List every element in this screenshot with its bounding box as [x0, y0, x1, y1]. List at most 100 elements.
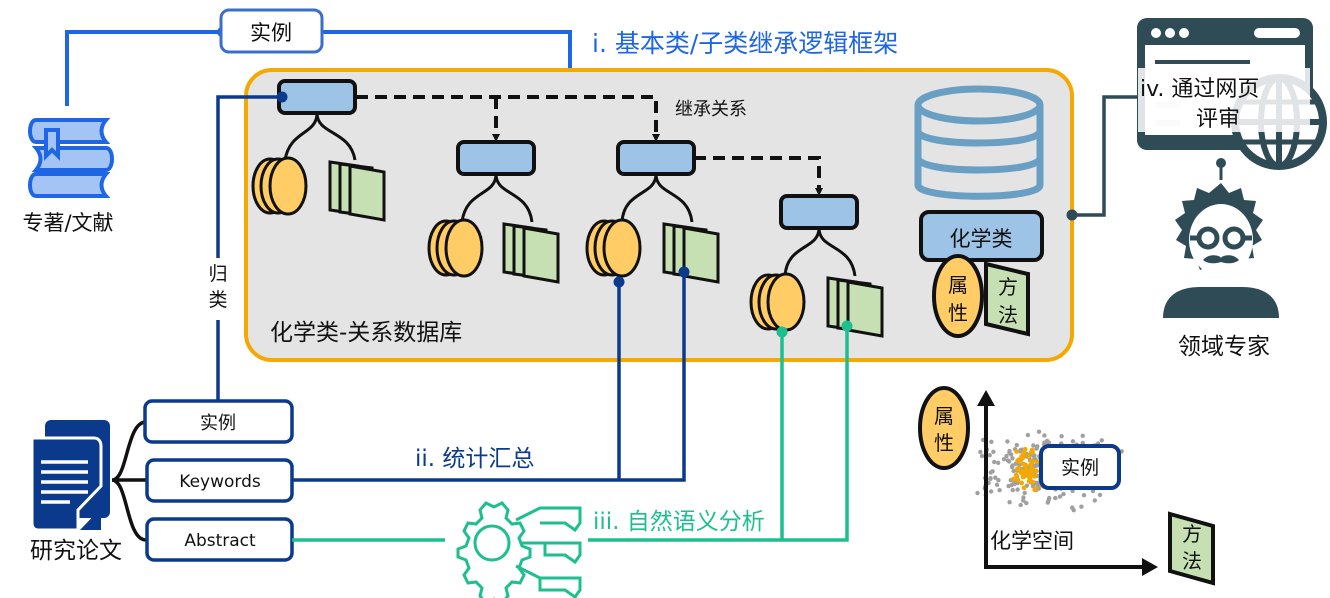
scatter-point-highlight: [1021, 485, 1027, 491]
scatter-point: [1007, 450, 1012, 455]
scatter-point-highlight: [1032, 474, 1038, 479]
chemical-space-label: 化学空间: [990, 529, 1074, 553]
scatter-point: [1053, 495, 1058, 501]
scatter-point: [1070, 505, 1075, 510]
scatter-point: [1005, 458, 1011, 463]
scatter-point: [1032, 453, 1037, 458]
scatter-point: [1070, 439, 1076, 444]
paper-field-instance: 实例: [143, 399, 294, 444]
connector-dot: [841, 320, 853, 332]
scatter-point: [996, 460, 1001, 465]
class-node-sub-3: [749, 194, 884, 338]
scatter-point: [1099, 438, 1105, 443]
scatter-point: [1018, 449, 1023, 454]
scatter-point: [988, 470, 993, 475]
paper-field-keywords: Keywords: [145, 458, 294, 503]
chemical-class-legend: 化学类 方 法 属 性: [919, 210, 1044, 338]
scatter-point-highlight: [1029, 447, 1035, 453]
scatter-point: [978, 449, 983, 455]
scatter-point: [1059, 434, 1064, 439]
scatter-point: [1097, 492, 1103, 498]
scatter-point: [1025, 432, 1031, 438]
paper-field-label: Keywords: [179, 472, 261, 492]
paper-field-label: Abstract: [184, 531, 256, 551]
books-icon: [28, 118, 114, 198]
scatter-point-highlight: [1016, 465, 1022, 471]
inheritance-lines: [356, 95, 823, 196]
inheritance-label: 继承关系: [675, 99, 747, 120]
x-axis-arrow: [1142, 558, 1158, 576]
connector-dot: [1066, 209, 1078, 221]
scatter-point-highlight: [1013, 472, 1019, 478]
paper-field-label: 实例: [200, 413, 236, 434]
scatter-point-highlight: [1028, 468, 1033, 474]
scatter-point: [1036, 429, 1042, 434]
scatter-point-highlight: [1033, 486, 1038, 491]
method-label: 方: [998, 275, 1018, 299]
scatter-point: [988, 489, 994, 494]
scatter-point-highlight: [1015, 477, 1021, 483]
scatter-point-highlight: [1026, 453, 1031, 459]
step-iv-label-line2: 评审: [1196, 107, 1240, 132]
scatter-point-highlight: [1034, 459, 1040, 464]
scatter-point: [975, 490, 980, 496]
scatter-point: [1014, 442, 1019, 448]
step-ii-label: ii. 统计汇总: [415, 446, 534, 472]
scatter-point-highlight: [1014, 449, 1019, 454]
step-iii-label: iii. 自然语义分析: [593, 509, 765, 535]
scatter-point: [997, 488, 1002, 493]
scatter-point-highlight: [1022, 462, 1028, 468]
scatter-point-highlight: [1016, 458, 1022, 464]
step-ii-connector: [292, 272, 686, 482]
scatter-point-highlight: [1019, 480, 1024, 486]
scatter-point: [1022, 490, 1027, 496]
method-char-1: 方: [998, 275, 1018, 299]
scatter-point: [1018, 502, 1023, 508]
domain-expert-icon: [1163, 158, 1279, 318]
scatter-point: [1045, 500, 1051, 505]
scatter-point: [979, 453, 985, 459]
paper-field-bracket: [111, 420, 147, 542]
scatter-point: [991, 449, 996, 454]
expert-label: 领域专家: [1178, 334, 1270, 360]
connector-dot: [613, 276, 625, 288]
scatter-point: [988, 476, 993, 482]
scatter-point: [1010, 456, 1015, 461]
scatter-point: [1034, 446, 1039, 451]
class-label: 化学类: [950, 227, 1013, 251]
scatter-point: [1005, 439, 1010, 444]
scatter-point: [1009, 464, 1015, 470]
scatter-point: [987, 453, 992, 458]
scatter-point-highlight: [1020, 455, 1025, 461]
scatter-point-highlight: [1029, 460, 1035, 465]
y-axis-label-2: 性: [934, 431, 954, 455]
attribute-label: 属: [948, 273, 968, 297]
scatter-point: [1036, 486, 1042, 491]
scatter-point: [996, 478, 1001, 483]
scatter-point-highlight: [1021, 474, 1027, 480]
step-i-connector: [65, 30, 572, 106]
scatter-point: [1092, 498, 1098, 503]
y-axis-arrow: [977, 390, 995, 406]
attr-char-2: 性: [948, 301, 968, 325]
instance-tag-label: 实例: [250, 21, 292, 45]
scatter-point: [1061, 491, 1066, 497]
scatter-point-highlight: [1023, 468, 1029, 473]
x-axis-label-1: 方: [1182, 522, 1202, 546]
scatter-point-highlight: [1030, 479, 1036, 485]
scatter-point-highlight: [1026, 478, 1032, 484]
class-node-sub-1: [427, 140, 560, 284]
scatter-point: [1079, 504, 1084, 509]
scatter-point: [992, 459, 997, 465]
y-axis-label-1: 属: [934, 404, 954, 428]
scatter-point-highlight: [1021, 450, 1027, 455]
step-iv-label-line1: iv. 通过网页: [1140, 77, 1259, 102]
scatter-point: [1001, 457, 1007, 462]
step-iv-connector: [1072, 95, 1140, 217]
step-i-label: i. 基本类/子类继承逻辑框架: [592, 29, 898, 58]
scatter-point: [1044, 438, 1050, 444]
step-iv-label-bg: [1138, 68, 1310, 132]
classify-connector: [216, 95, 280, 400]
method-char-2: 法: [998, 303, 1018, 327]
scatter-point: [1080, 433, 1085, 438]
